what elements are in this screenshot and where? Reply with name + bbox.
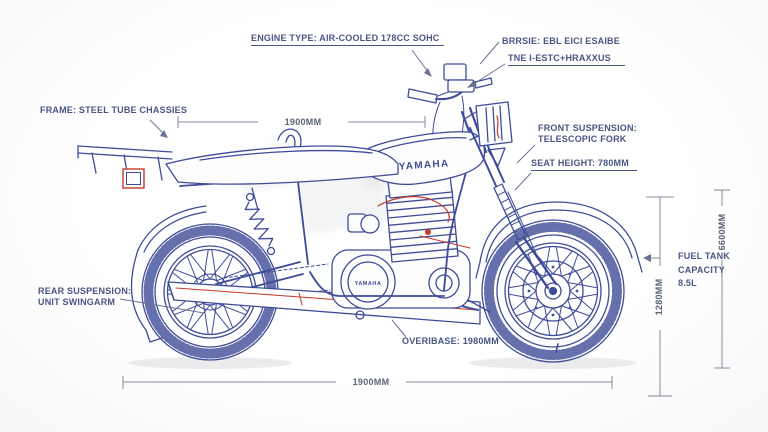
label-fuel-tank-line3: 8.5L	[678, 278, 697, 288]
rear-fender	[130, 205, 207, 343]
label-front-suspension-line2: TELESCOPIC FORK	[538, 134, 627, 144]
tank-logo-text: YAMAHA	[398, 158, 449, 173]
handlebar	[407, 63, 493, 104]
seat	[165, 145, 399, 185]
dimension-top-length: 1900MM	[284, 117, 322, 127]
label-rear-suspension-line1: REAR SUSPENSION:	[38, 286, 132, 296]
front-wheel-shadow	[469, 357, 637, 369]
rear-wheel	[141, 223, 331, 361]
label-front-brake-1: BRRSIE: EBL EICI ESAIBE	[502, 36, 620, 46]
grab-bar	[277, 128, 302, 179]
label-wheelbase: OVERIBASE: 1980MM	[402, 336, 499, 346]
label-frame: FRAME: STEEL TUBE CHASSIES	[40, 105, 188, 115]
front-fender	[475, 201, 643, 279]
engine: YAMAHA	[331, 175, 491, 320]
tail-light	[122, 168, 145, 189]
dimension-front-height: 1280MM	[654, 278, 664, 316]
label-seat-height: SEAT HEIGHT: 780MM	[531, 158, 637, 171]
leader-lines	[119, 41, 536, 338]
rear-wheel-shadow	[128, 357, 292, 369]
label-rear-suspension: REAR SUSPENSION: UNIT SWINGARM	[38, 286, 131, 308]
label-fuel-tank-line1: FUEL TANK	[678, 251, 730, 261]
dimension-bottom-length: 1900MM	[352, 377, 390, 387]
label-front-suspension-line1: FRONT SUSPENSION:	[538, 123, 637, 133]
label-front-brake-2: TNE I-ESTC+HRAXXUS	[508, 53, 625, 66]
label-engine-type: ENGINE TYPE: AIR-COOLED 178CC SOHC	[251, 33, 444, 46]
engine-logo-text: YAMAHA	[355, 281, 382, 287]
dimension-overall-height: 6600MM	[717, 213, 727, 251]
label-rear-suspension-line2: UNIT SWINGARM	[38, 297, 116, 307]
front-wheel	[481, 219, 625, 363]
label-front-suspension: FRONT SUSPENSION: TELESCOPIC FORK	[538, 123, 637, 145]
headlight	[465, 101, 513, 167]
label-fuel-tank: FUEL TANK CAPACITY 8.5L	[678, 250, 730, 291]
label-fuel-tank-line2: CAPACITY	[678, 264, 725, 275]
dimension-lines	[122, 116, 730, 397]
